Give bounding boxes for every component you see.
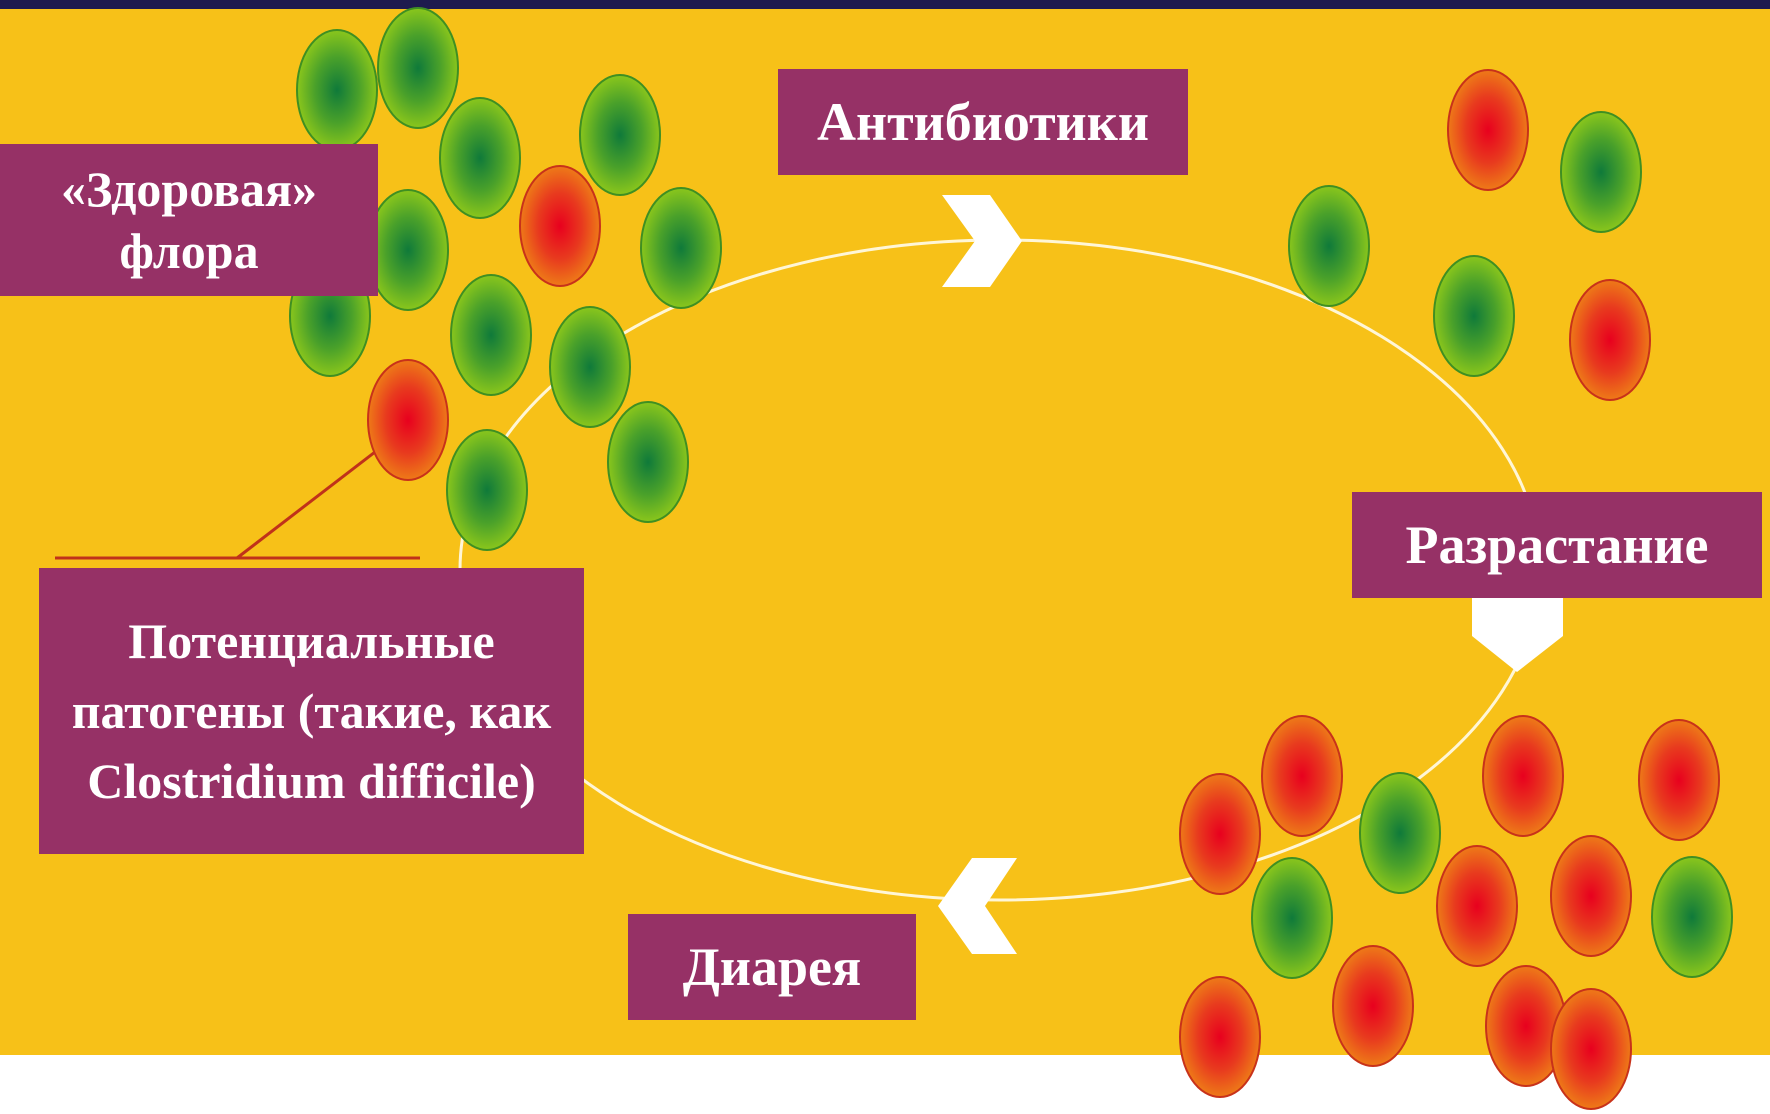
label-pathogens: Потенциальные патогены (такие, как Clost… (39, 568, 584, 854)
pathogen-cell (1436, 845, 1518, 967)
pathogen-cell (1261, 715, 1343, 837)
healthy-cell (439, 97, 521, 219)
top-bar (0, 0, 1770, 9)
healthy-cell (549, 306, 631, 428)
pathogen-cell (1179, 773, 1261, 895)
healthy-cell (579, 74, 661, 196)
pathogen-cell (1332, 945, 1414, 1067)
arrow-left-icon (938, 858, 1017, 954)
label-diarrhea: Диарея (628, 914, 916, 1020)
pathogen-cell (1482, 715, 1564, 837)
bacteria-cells (289, 7, 1733, 1110)
pathogen-cell (1638, 719, 1720, 841)
healthy-cell (1560, 111, 1642, 233)
healthy-cell (450, 274, 532, 396)
pointer-line-diagonal (236, 440, 389, 560)
pathogen-cell (1179, 976, 1261, 1098)
pathogen-cell (1550, 988, 1632, 1110)
healthy-cell (377, 7, 459, 129)
healthy-cell (607, 401, 689, 523)
healthy-cell (1359, 772, 1441, 894)
healthy-cell (296, 29, 378, 151)
healthy-cell (1651, 856, 1733, 978)
pathogen-cell (519, 165, 601, 287)
arrow-down-icon (1472, 594, 1563, 672)
healthy-cell (446, 429, 528, 551)
pathogen-cell (1447, 69, 1529, 191)
label-overgrowth: Разрастание (1352, 492, 1762, 598)
pathogen-cell (367, 359, 449, 481)
healthy-cell (1288, 185, 1370, 307)
label-antibiotics: Антибиотики (778, 69, 1188, 175)
healthy-cell (367, 189, 449, 311)
pathogen-cell (1550, 835, 1632, 957)
healthy-cell (1251, 857, 1333, 979)
label-healthy-flora: «Здоровая» флора (0, 144, 378, 296)
arrow-right-icon (942, 195, 1022, 287)
healthy-cell (640, 187, 722, 309)
healthy-cell (1433, 255, 1515, 377)
pathogen-cell (1569, 279, 1651, 401)
